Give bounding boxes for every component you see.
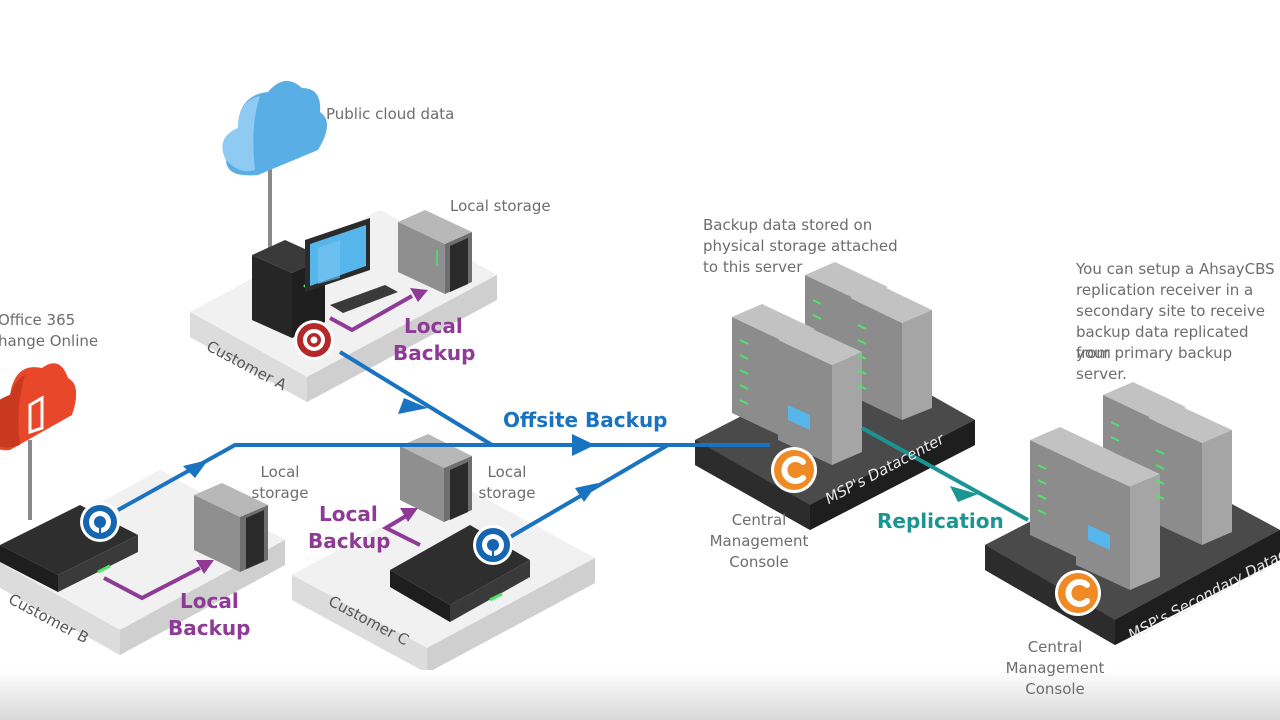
arrowhead (572, 434, 595, 456)
ahsay-obm-icon (294, 320, 334, 360)
customer-a-local-backup-label-line1: Local (404, 314, 463, 338)
office365-label-line2: hange Online (0, 332, 99, 350)
customer-c-local-backup-label-line1: Local (319, 502, 378, 526)
secondary-console-line3: Console (1025, 680, 1085, 698)
office365-label-line1: Office 365 (0, 311, 76, 329)
secondary-console-line1: Central (1027, 638, 1083, 656)
secondary-note-line1: You can setup a AhsayCBS (1076, 260, 1275, 278)
customer-c-storage-label-line2: storage (478, 484, 536, 502)
customer-b-local-backup-label-line1: Local (180, 589, 239, 613)
secondary-note-line4: backup data replicated from (1076, 323, 1249, 362)
replication-label: Replication (877, 509, 1004, 533)
primary-server-racks (732, 262, 932, 465)
ahsay-acb-icon (80, 502, 120, 542)
customer-c-storage-label-line1: Local (487, 463, 527, 481)
primary-note-line2: physical storage attached (703, 237, 898, 255)
arrowhead (575, 483, 598, 502)
customer-b-storage-label-line1: Local (260, 463, 300, 481)
secondary-server-racks (1030, 382, 1232, 590)
customer-a-storage-icon (398, 210, 472, 294)
replication-arrow (861, 426, 1029, 522)
customer-c-storage-icon (400, 434, 472, 522)
secondary-note-line2: replication receiver in a (1076, 281, 1254, 299)
customer-b-local-backup-label-line2: Backup (168, 616, 251, 640)
primary-console-line1: Central (731, 511, 787, 529)
primary-console-line3: Console (729, 553, 789, 571)
customer-a-storage-label: Local storage (450, 197, 551, 215)
secondary-console-line2: Management (1005, 659, 1105, 677)
public-cloud-label: Public cloud data (326, 105, 455, 123)
customer-b-storage-icon (194, 483, 268, 572)
arrowhead (398, 398, 428, 414)
primary-console-line2: Management (709, 532, 809, 550)
customer-a-local-backup-arrow (329, 294, 413, 333)
offsite-backup-label: Offsite Backup (503, 408, 668, 432)
ahsay-acb-icon (473, 525, 513, 565)
public-cloud-icon (222, 80, 328, 176)
secondary-note-line3: secondary site to receive (1076, 302, 1266, 320)
bottom-fade (0, 670, 1280, 720)
secondary-note-line5: your primary backup server. (1076, 344, 1233, 383)
arrowhead (183, 460, 208, 478)
customer-b-storage-label-line2: storage (251, 484, 309, 502)
customer-a-computer (252, 218, 398, 338)
customer-b-local-backup-arrow (103, 566, 201, 601)
primary-note-line3: to this server (703, 258, 803, 276)
customer-c-local-backup-label-line2: Backup (308, 529, 391, 553)
customer-a-local-backup-label-line2: Backup (393, 341, 476, 365)
office365-cloud-icon (0, 363, 77, 451)
arrowhead (950, 486, 978, 502)
offsite-arrow-customer-a (338, 350, 494, 447)
primary-note-line1: Backup data stored on (703, 216, 873, 234)
central-console-icon (1055, 570, 1101, 616)
customer-c-local-backup-arrow (381, 514, 421, 547)
central-console-icon (771, 447, 817, 493)
